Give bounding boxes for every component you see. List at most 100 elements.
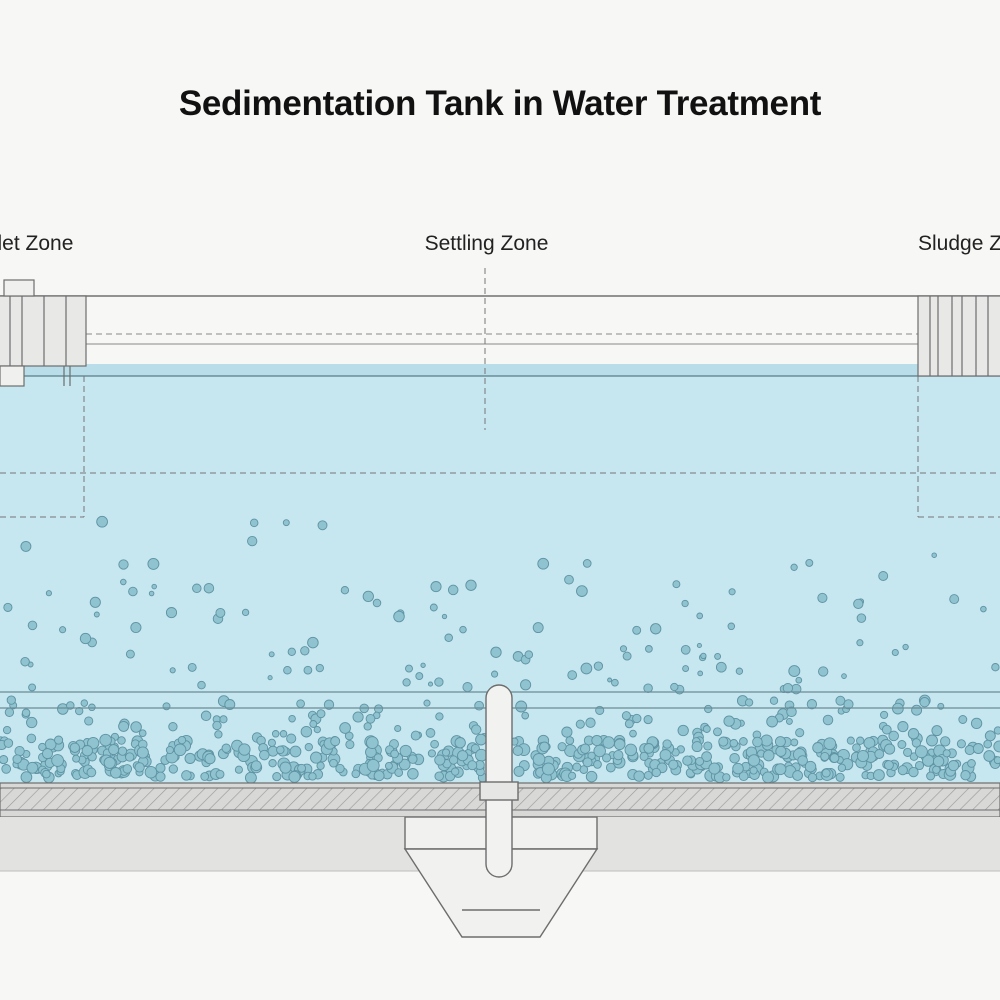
particle [874,749,885,759]
particle [215,607,226,618]
particle [282,519,290,527]
particle [3,738,14,748]
particle [110,767,122,779]
particle [702,725,711,733]
particle [902,643,909,651]
particle [429,603,438,612]
particle [120,578,127,586]
particle [643,683,653,693]
particle [14,745,25,757]
particle [80,699,89,707]
particle [795,728,805,738]
particle [723,715,735,727]
particle [931,725,943,737]
particle [729,752,740,764]
particle [134,762,145,773]
particle [817,592,828,603]
particle [567,670,578,680]
particle [621,711,631,721]
particle [911,738,922,748]
particle [247,535,258,547]
particle [613,749,624,761]
particle [805,558,814,567]
particle [177,735,187,745]
particle [420,662,426,668]
particle [872,769,885,782]
particle [947,760,960,772]
particle [268,759,277,768]
particle [351,769,361,779]
outlet-baffle [917,295,1000,377]
particle [908,766,919,778]
particle [512,745,524,756]
particle [393,610,405,623]
particle [79,632,92,645]
particle [259,749,270,761]
particle [192,583,202,594]
particle [286,733,297,744]
particle [300,646,310,656]
particle [572,762,582,772]
particle [942,749,951,758]
tank-rim [0,296,1000,364]
particle [276,745,285,755]
particle [708,762,721,775]
particle [415,672,424,681]
particle [580,743,591,754]
particle [373,770,385,782]
particle [728,588,736,596]
particle [806,699,818,710]
particle [475,733,487,746]
particle [21,708,31,718]
particle [28,683,37,692]
particle [643,770,653,780]
particle [345,739,355,750]
particle [38,742,47,752]
particle [0,755,9,765]
particle [423,699,431,707]
particle [330,736,341,747]
particle [926,771,936,781]
particle [532,753,546,766]
particle [365,736,379,749]
particle [155,771,166,782]
particle [249,518,259,528]
particle [762,749,775,762]
particle [42,769,51,779]
particle [221,743,231,753]
particle [727,622,736,631]
particle [425,728,436,738]
particle [956,739,966,749]
particle [762,771,774,784]
particle [940,736,951,747]
particle [148,590,155,597]
particle [441,613,448,620]
particle [317,520,328,531]
particle [565,736,575,745]
particle [880,710,889,719]
particle [390,749,399,759]
particle [155,762,166,774]
particle [304,742,313,752]
particle [760,734,773,747]
particle [272,772,282,782]
particle [340,586,350,595]
particle [394,724,402,733]
particle [288,714,296,723]
particle [138,729,147,738]
particle [204,753,216,765]
particle [200,772,210,781]
particle [434,754,446,766]
particle [267,675,273,681]
particle [593,760,602,769]
particle [790,738,799,747]
particle [315,663,324,673]
particle [744,698,754,707]
particle [582,559,592,568]
particle [619,645,628,653]
particle [700,652,707,660]
particle [914,760,925,771]
particle [891,648,899,657]
particle [983,739,993,749]
particle [521,711,530,720]
